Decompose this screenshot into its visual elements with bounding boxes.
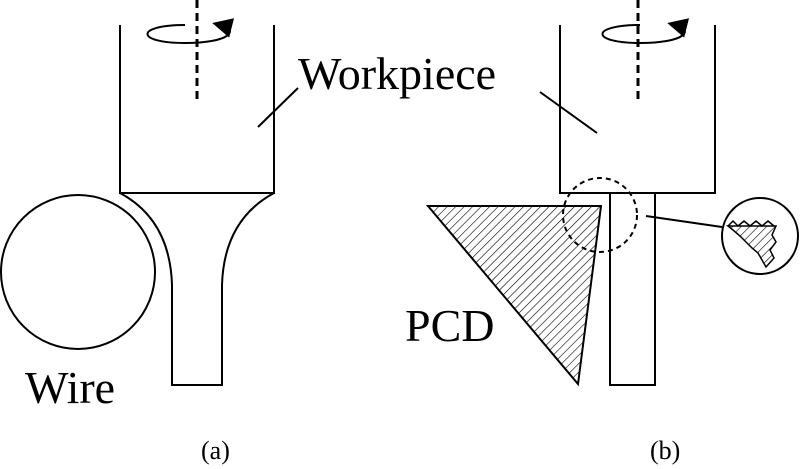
workpiece-neck — [119, 192, 275, 386]
pcd-tool — [425, 205, 603, 387]
pcd-label: PCD — [405, 300, 494, 351]
detail-circle — [562, 177, 638, 253]
magnified-tool-edge — [725, 225, 778, 269]
rotation-arrow-icon — [146, 18, 235, 45]
magnified-view — [721, 197, 799, 275]
caption-b: (b) — [650, 436, 680, 465]
workpiece-body — [559, 25, 716, 194]
panel-a: Workpiece Wire (a) — [0, 0, 496, 465]
rotation-arrow-icon — [601, 18, 690, 45]
detail-leader — [645, 215, 723, 228]
panel-b: PCD (b) — [405, 0, 799, 465]
workpiece-label: Workpiece — [298, 48, 496, 99]
caption-a: (a) — [201, 436, 230, 465]
workpiece-rod — [609, 192, 656, 386]
workpiece-leader-b — [539, 91, 598, 134]
workpiece-leader-a — [257, 87, 299, 128]
wire-label: Wire — [25, 362, 115, 413]
workpiece-body — [119, 25, 275, 194]
wire-circle — [0, 194, 156, 350]
magnified-serration — [727, 219, 775, 228]
